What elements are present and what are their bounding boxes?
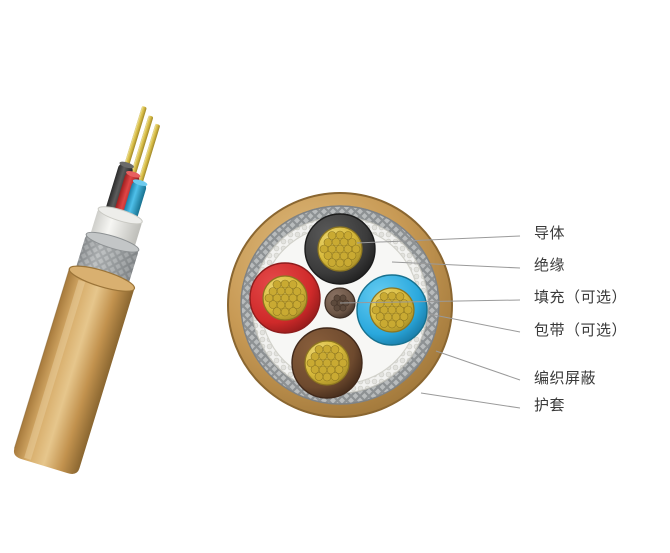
label-insulation: 绝缘	[534, 256, 566, 274]
leader-insulation	[391, 261, 521, 269]
bare-conductor-tips	[121, 105, 160, 192]
core-blue	[356, 274, 428, 346]
cable-cross-section	[227, 192, 521, 418]
core-brown	[291, 327, 363, 399]
label-braided-shield: 编织屏蔽	[534, 369, 597, 387]
stripped-cable-illustration	[13, 105, 160, 474]
leader-conductor	[356, 235, 521, 244]
label-tape-optional: 包带（可选）	[534, 321, 628, 339]
leader-tape	[428, 313, 521, 333]
core-red	[249, 262, 321, 334]
leader-braid	[435, 350, 521, 381]
leader-lines	[339, 235, 521, 409]
label-conductor: 导体	[534, 224, 566, 242]
leader-sheath	[420, 392, 521, 409]
leader-filler	[339, 299, 521, 304]
label-filler-optional: 填充（可选）	[534, 288, 628, 306]
sheath-layer	[13, 265, 136, 474]
core-black	[304, 213, 376, 285]
label-sheath: 护套	[534, 396, 566, 414]
